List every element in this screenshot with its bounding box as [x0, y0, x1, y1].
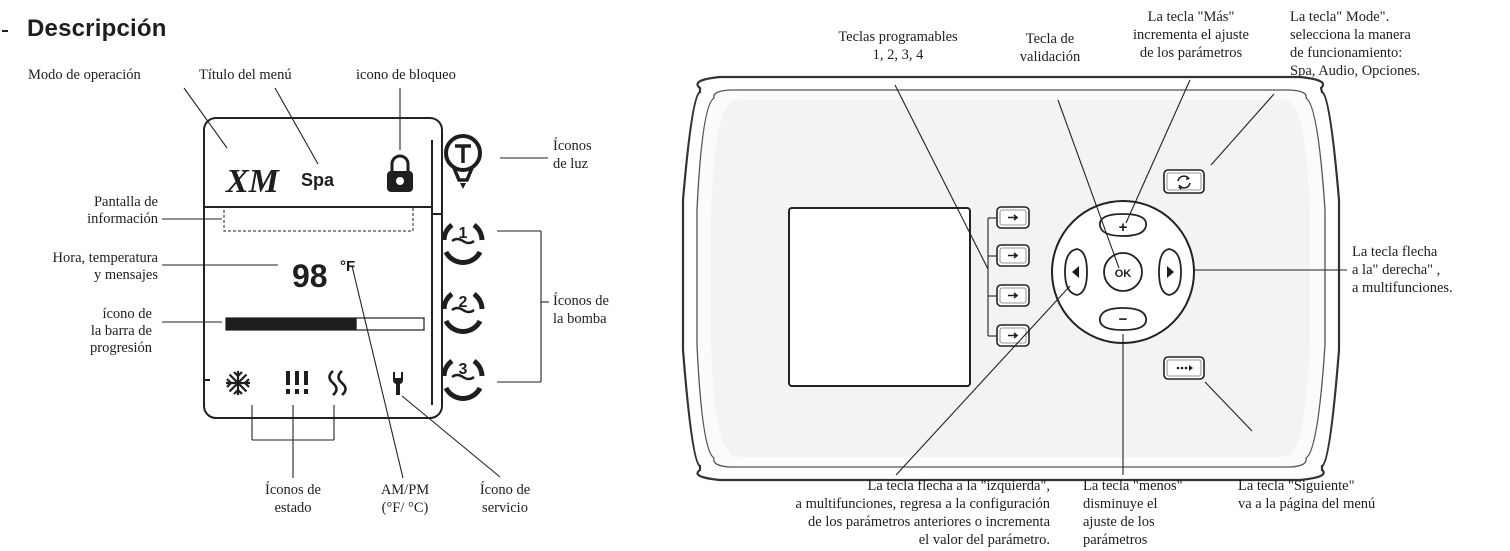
label-mode-key-1: La tecla" Mode".: [1290, 9, 1390, 25]
pump-number-3: 3: [459, 361, 468, 378]
right-arrow-key[interactable]: [1158, 248, 1182, 296]
label-info-display-1: Pantalla de: [93, 194, 158, 210]
label-light-icons-2: de luz: [553, 156, 589, 172]
minus-key-label: −: [1119, 311, 1128, 328]
label-right-key-3: a multifunciones.: [1352, 280, 1453, 296]
keypad-lcd-window: [788, 207, 971, 387]
lock-icon: [387, 154, 413, 192]
label-left-key-1: La tecla flecha a la "izquierda",: [867, 478, 1050, 494]
info-display-box: [223, 206, 414, 232]
soft-key-2[interactable]: [996, 244, 1030, 267]
temperature-unit: °F: [340, 258, 355, 275]
soft-key-4[interactable]: [996, 324, 1030, 347]
label-light-icons-1: Íconos: [553, 138, 592, 154]
label-next-key-2: va a la página del menú: [1238, 496, 1376, 512]
label-progress-1: ícono de: [102, 306, 152, 322]
label-next-key-1: La tecla "Siguiente": [1238, 478, 1355, 494]
pump-icon-3: [441, 358, 485, 402]
label-plus-key-2: incrementa el ajuste: [1133, 27, 1249, 43]
label-left-key-2: a multifunciones, regresa a la configura…: [795, 496, 1050, 512]
wrench-icon: [393, 372, 403, 395]
label-minus-key-2: disminuye el: [1083, 496, 1158, 512]
label-left-key-4: el valor del parámetro.: [918, 532, 1050, 548]
section-bullet: [2, 30, 8, 32]
temperature-value: 98: [292, 258, 328, 294]
label-progress-2: la barra de: [90, 323, 152, 339]
label-validation-key-2: validación: [1019, 49, 1081, 65]
label-soft-keys-2: 1, 2, 3, 4: [872, 47, 924, 63]
pump-number-1: 1: [459, 225, 468, 242]
display-screen: [203, 117, 443, 419]
label-left-key-3: de los parámetros anteriores o increment…: [808, 514, 1050, 530]
label-soft-keys-1: Teclas programables: [838, 29, 958, 45]
label-ampm-2: (°F/ °C): [381, 500, 429, 516]
mode-key[interactable]: [1163, 169, 1205, 194]
light-bulb-icon: [444, 134, 482, 189]
label-minus-key-4: parámetros: [1083, 532, 1148, 548]
label-minus-key-1: La tecla "menos": [1083, 478, 1183, 494]
soft-key-1[interactable]: [996, 206, 1030, 229]
label-mode-key-4: Spa, Audio, Opciones.: [1290, 63, 1421, 79]
minus-key[interactable]: [1099, 307, 1147, 331]
label-right-key-1: La tecla flecha: [1352, 244, 1438, 260]
plus-key-label: +: [1119, 219, 1128, 236]
heat-icon: [328, 370, 347, 396]
label-status-icons-2: estado: [274, 500, 312, 516]
right-pointer-lines: [894, 79, 1347, 476]
label-minus-key-3: ajuste de los: [1083, 514, 1155, 530]
label-right-key-2: a la" derecha" ,: [1352, 262, 1441, 278]
pump-icon-1: [441, 222, 485, 266]
label-service-icon-1: Ícono de: [479, 482, 531, 498]
label-pump-icons-1: Íconos de: [553, 293, 609, 309]
label-plus-key-3: de los parámetros: [1139, 45, 1243, 61]
label-lock-icon: icono de bloqueo: [356, 67, 456, 83]
label-service-icon-2: servicio: [482, 500, 528, 516]
label-progress-3: progresión: [89, 340, 152, 356]
label-info-display-2: información: [87, 211, 158, 227]
snowflake-icon: [226, 371, 250, 395]
next-key[interactable]: [1163, 356, 1205, 380]
left-arrow-key[interactable]: [1064, 248, 1088, 296]
label-mode-key-3: de funcionamiento:: [1290, 45, 1403, 61]
label-time-temp-2: y mensajes: [93, 267, 158, 283]
label-status-icons-1: Íconos de: [265, 482, 321, 498]
pump-icon-2: [441, 291, 485, 335]
label-mode-key-2: selecciona la manera: [1290, 27, 1411, 43]
label-ampm-1: AM/PM: [380, 482, 430, 498]
filter-icon: [286, 371, 308, 394]
soft-key-3[interactable]: [996, 284, 1030, 307]
label-menu-title: Título del menú: [199, 67, 292, 83]
label-operation-mode: Modo de operación: [28, 67, 141, 83]
left-pointer-lines: [162, 87, 549, 479]
ok-key-label: OK: [1115, 268, 1132, 280]
section-title: Descripción: [27, 15, 167, 42]
menu-title-spa: Spa: [301, 170, 335, 190]
label-validation-key-1: Tecla de: [1025, 31, 1075, 47]
progress-bar-fill: [226, 318, 357, 330]
xm-logo: XM: [225, 163, 281, 200]
plus-key[interactable]: [1099, 213, 1147, 237]
pump-number-2: 2: [459, 294, 468, 311]
label-time-temp-1: Hora, temperatura: [52, 250, 158, 266]
ok-key[interactable]: [1103, 252, 1143, 292]
label-pump-icons-2: la bomba: [553, 311, 607, 327]
label-plus-key-1: La tecla "Más": [1147, 9, 1235, 25]
